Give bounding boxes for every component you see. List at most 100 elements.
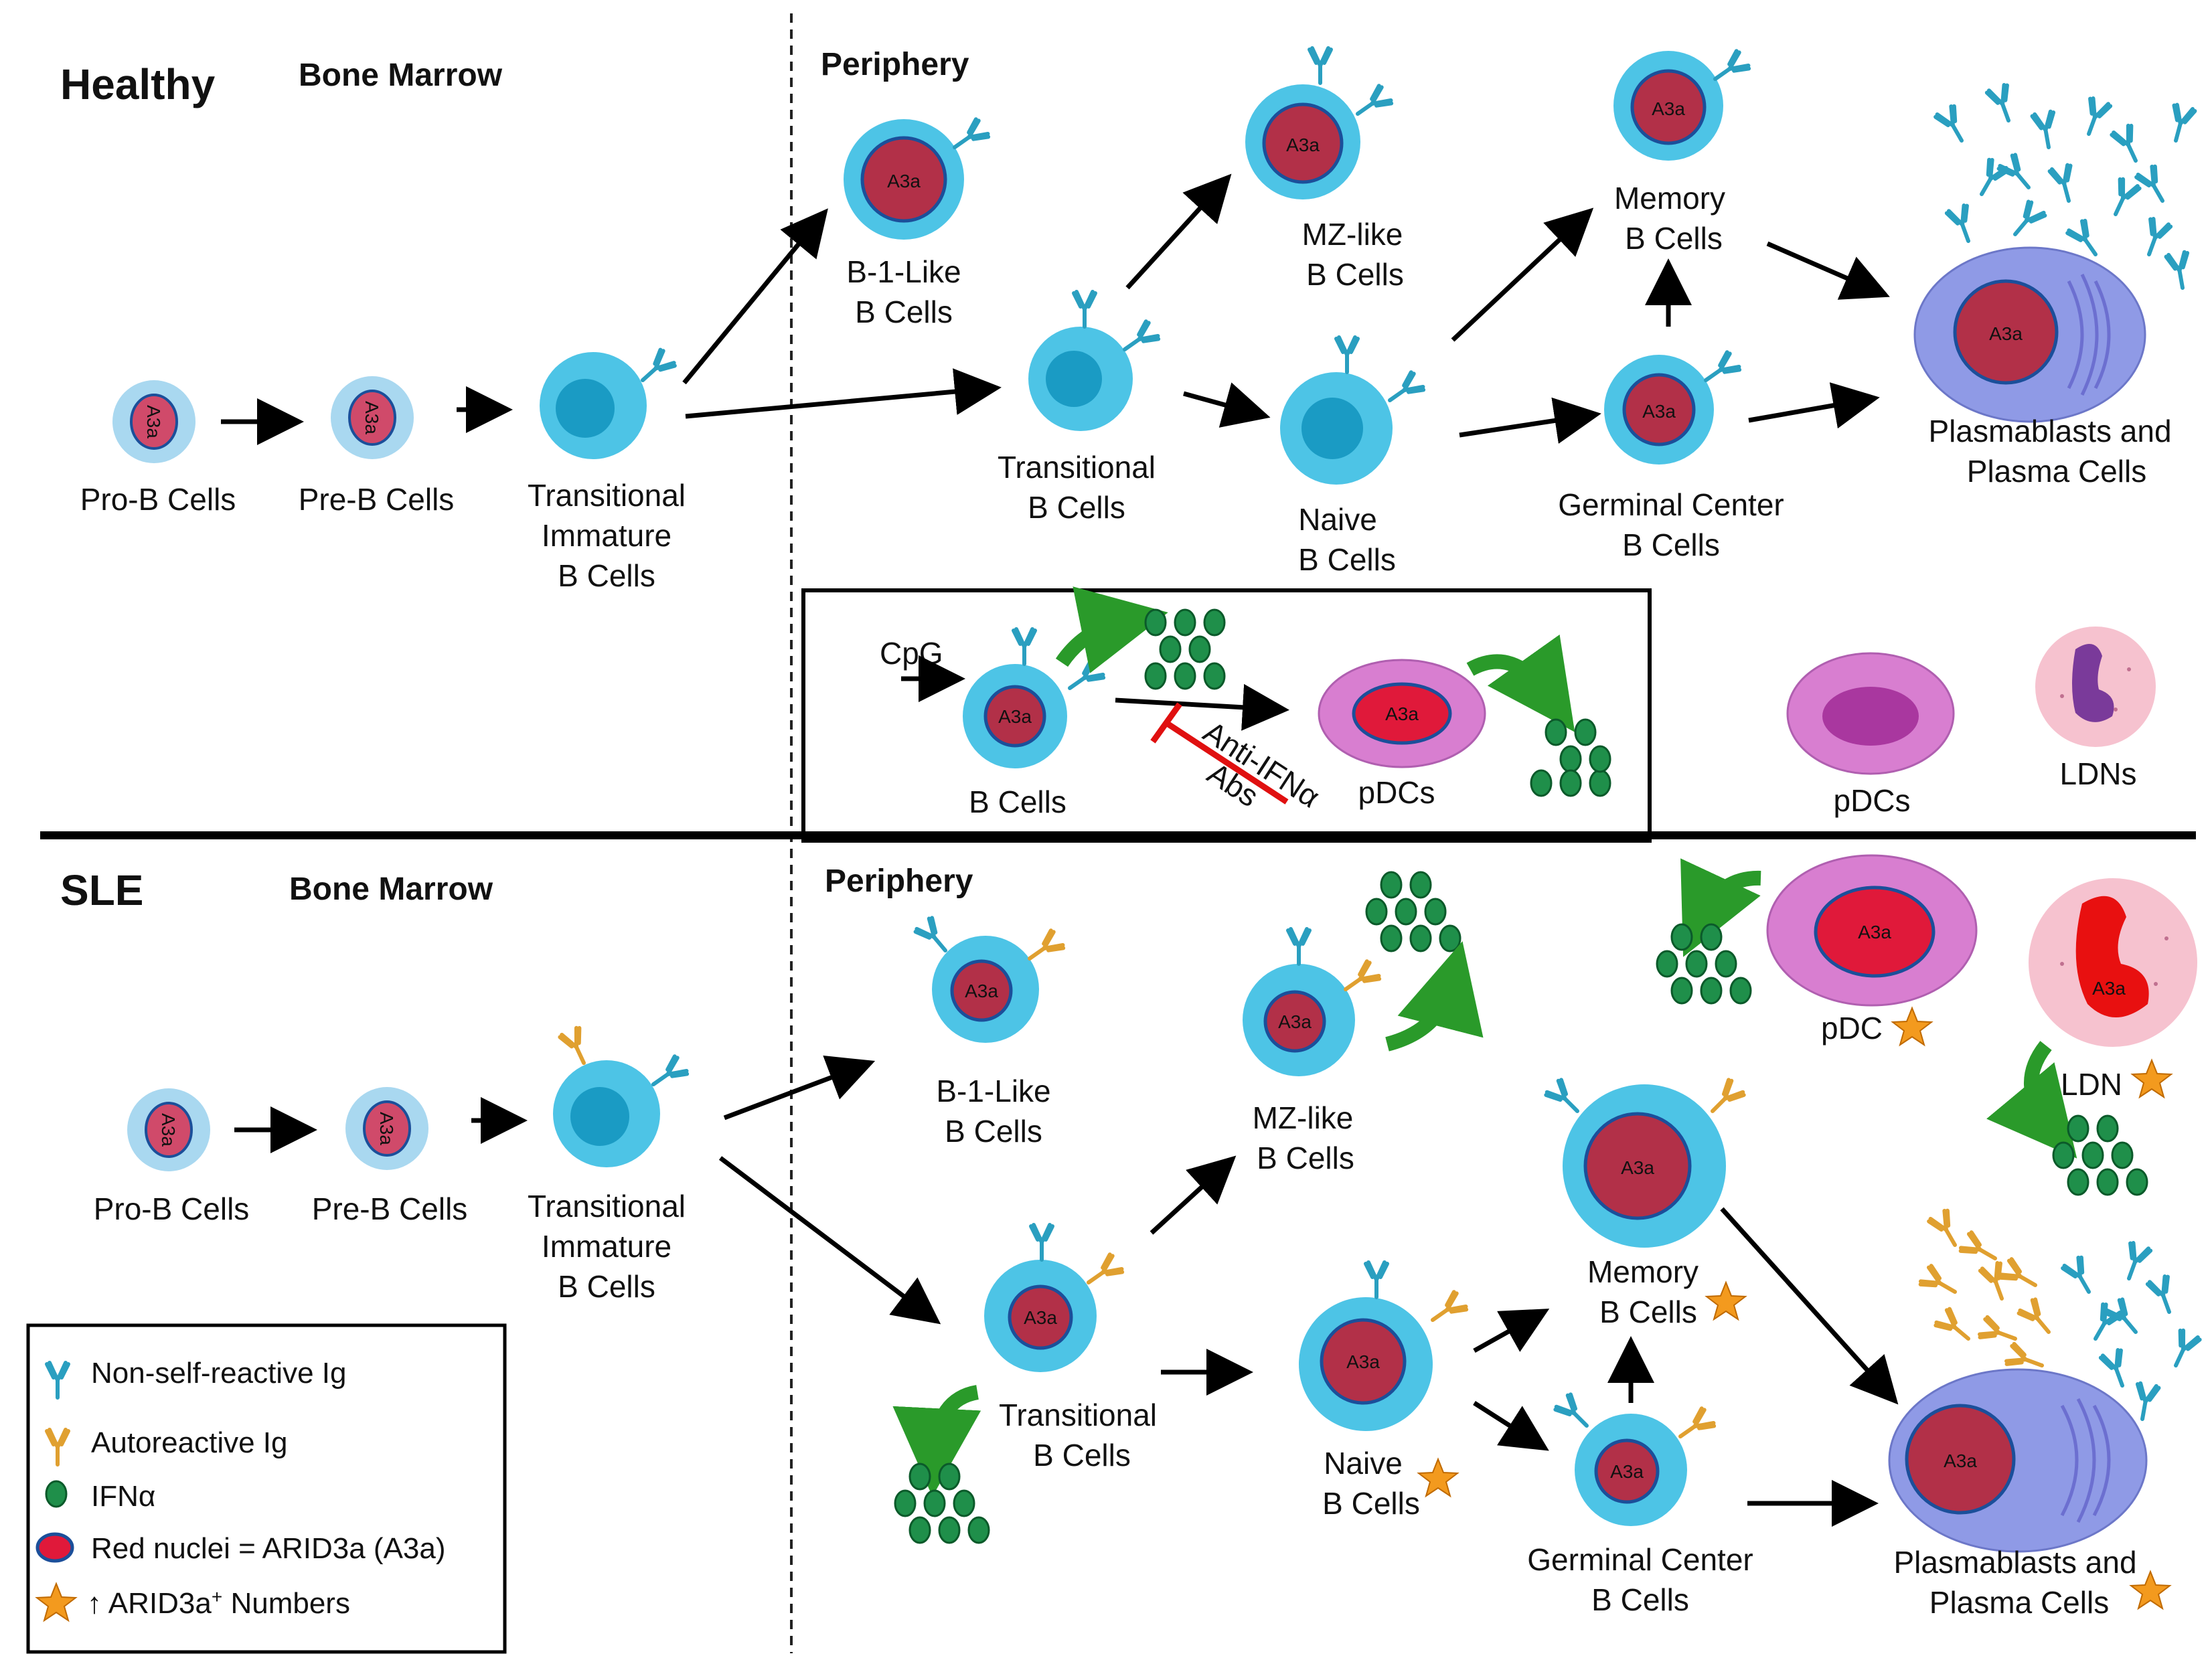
legend-red-nucleus-icon <box>35 1532 74 1563</box>
healthy-transitional-label-2: B Cells <box>1028 490 1125 525</box>
sle-transitional-label-1: Transitional <box>999 1398 1157 1432</box>
nucleus-label: A3a <box>1989 323 2023 344</box>
increase-star <box>1418 1458 1458 1497</box>
sle-mz-like-cell: A3a <box>1243 929 1380 1076</box>
healthy-memory-label-1: Memory <box>1614 181 1725 216</box>
sle-memory-cell: A3a <box>1545 1079 1745 1248</box>
sle-b1-label-1: B-1-Like <box>936 1074 1050 1108</box>
healthy-memory-cell: A3a <box>1613 50 1750 161</box>
healthy-germinal-center-cell: A3a <box>1604 351 1741 465</box>
box-b-cells-label: B Cells <box>969 784 1066 819</box>
nucleus-label: A3a <box>998 706 1032 727</box>
sle-trans-imm-label-3: B Cells <box>558 1269 655 1304</box>
nucleus-label: A3a <box>1944 1450 1977 1471</box>
green-secretion-arrow <box>1385 941 1484 1052</box>
healthy-ldn <box>2035 627 2156 747</box>
healthy-pro-b-cell: A3a <box>112 380 195 463</box>
sle-title: SLE <box>60 866 143 914</box>
arrow <box>1459 397 1601 444</box>
sle-bone-marrow-heading: Bone Marrow <box>289 871 493 907</box>
arrow <box>723 1056 876 1120</box>
sle-plasma-label-1: Plasmablasts and <box>1893 1545 2136 1580</box>
box-pdc: A3a <box>1318 659 1486 768</box>
sle-gc-label-2: B Cells <box>1591 1582 1689 1617</box>
sle-trans-imm-label-1: Transitional <box>528 1189 686 1224</box>
legend: Non-self-reactive Ig Autoreactive Ig IFN… <box>26 1323 507 1654</box>
healthy-plasma-cell: A3a <box>1913 246 2146 423</box>
sle-mz-ifn-cluster <box>1365 871 1462 952</box>
sle-plasma-label-2: Plasma Cells <box>1929 1585 2109 1620</box>
nucleus-label: A3a <box>1024 1307 1057 1328</box>
sle-mz-label-2: B Cells <box>1257 1141 1354 1175</box>
arrow <box>1115 683 1289 731</box>
healthy-naive-label-2: B Cells <box>1298 542 1396 577</box>
box-ifn-cluster-1 <box>1144 608 1226 690</box>
arrow <box>718 1156 941 1325</box>
nucleus-label: A3a <box>1385 703 1419 724</box>
healthy-transitional-cell <box>1028 292 1160 431</box>
arrow <box>1748 382 1880 429</box>
sle-trans-imm-label-2: Immature <box>542 1229 672 1264</box>
nucleus-label: A3a <box>376 1112 397 1145</box>
nucleus-label: A3a <box>887 171 921 191</box>
sle-mz-label-1: MZ-like <box>1253 1100 1354 1135</box>
sle-memory-label-1: Memory <box>1587 1254 1698 1289</box>
healthy-pre-b-label: Pre-B Cells <box>299 482 455 517</box>
sle-germinal-center-cell: A3a <box>1555 1394 1715 1526</box>
sle-secreted-autoreactive-antibodies <box>1919 1210 2057 1375</box>
increase-star <box>1892 1007 1932 1046</box>
nucleus-label: A3a <box>965 981 998 1001</box>
sle-pdc-ifn-cluster <box>1656 923 1752 1005</box>
nucleus-label: A3a <box>362 401 382 434</box>
block-bar <box>1150 702 1182 744</box>
nucleus-label: A3a <box>1642 401 1676 422</box>
healthy-pdc <box>1786 652 1955 775</box>
nucleus-label: A3a <box>1278 1011 1312 1032</box>
healthy-naive-label-1: Naive <box>1298 502 1377 537</box>
sle-naive-label-2: B Cells <box>1322 1486 1420 1521</box>
healthy-transitional-label-1: Transitional <box>998 450 1156 485</box>
increase-star <box>2130 1571 2170 1609</box>
healthy-plasma-label-2: Plasma Cells <box>1967 454 2146 489</box>
healthy-title: Healthy <box>60 60 216 108</box>
sle-pre-b-cell: A3a <box>345 1087 428 1170</box>
healthy-b1-label-1: B-1-Like <box>846 254 961 289</box>
sle-periphery-heading: Periphery <box>825 863 973 899</box>
healthy-trans-imm-label-1: Transitional <box>528 478 686 513</box>
legend-autoreactive-ig: Autoreactive Ig <box>91 1426 288 1459</box>
green-secretion-arrow <box>1986 1041 2077 1159</box>
sle-ldn-label: LDN <box>2061 1067 2122 1102</box>
sle-naive-label-1: Naive <box>1324 1446 1403 1481</box>
healthy-plasma-label-1: Plasmablasts and <box>1928 414 2171 448</box>
sle-ldn: A3a <box>2029 878 2197 1047</box>
legend-ifn-icon <box>45 1480 68 1508</box>
arrow <box>1473 1401 1549 1451</box>
green-secretion-arrow <box>1466 634 1575 732</box>
healthy-pdcs-label: pDCs <box>1833 783 1910 818</box>
healthy-mz-label-2: B Cells <box>1306 257 1404 292</box>
arrow <box>1150 1155 1237 1235</box>
block-line <box>1164 720 1289 805</box>
increase-star <box>1706 1282 1746 1320</box>
legend-red-nuclei: Red nuclei = ARID3a (A3a) <box>91 1532 446 1565</box>
healthy-trans-imm-label-2: Immature <box>542 518 672 553</box>
nucleus-label: A3a <box>143 405 164 438</box>
sle-pdc: A3a <box>1766 854 1978 1007</box>
nucleus-label: A3a <box>1652 98 1685 119</box>
box-b-cell: A3a <box>963 629 1105 768</box>
sle-transitional-ifn-cluster <box>894 1463 990 1544</box>
nucleus-label: A3a <box>1858 922 1891 942</box>
sle-gc-label-1: Germinal Center <box>1527 1542 1753 1577</box>
nucleus-label: A3a <box>158 1113 179 1147</box>
healthy-pre-b-cell: A3a <box>331 376 414 459</box>
sle-memory-label-2: B Cells <box>1599 1295 1697 1329</box>
arrow <box>1720 1207 1899 1405</box>
arrow <box>1451 207 1594 342</box>
sle-pro-b-cell: A3a <box>127 1088 210 1171</box>
sle-b1-like-cell: A3a <box>915 917 1064 1043</box>
sle-transitional-immature-cell <box>553 1027 688 1167</box>
healthy-gc-label-2: B Cells <box>1622 527 1720 562</box>
green-secretion-arrow <box>1055 586 1168 673</box>
sle-ldn-ifn-cluster <box>2052 1114 2148 1196</box>
